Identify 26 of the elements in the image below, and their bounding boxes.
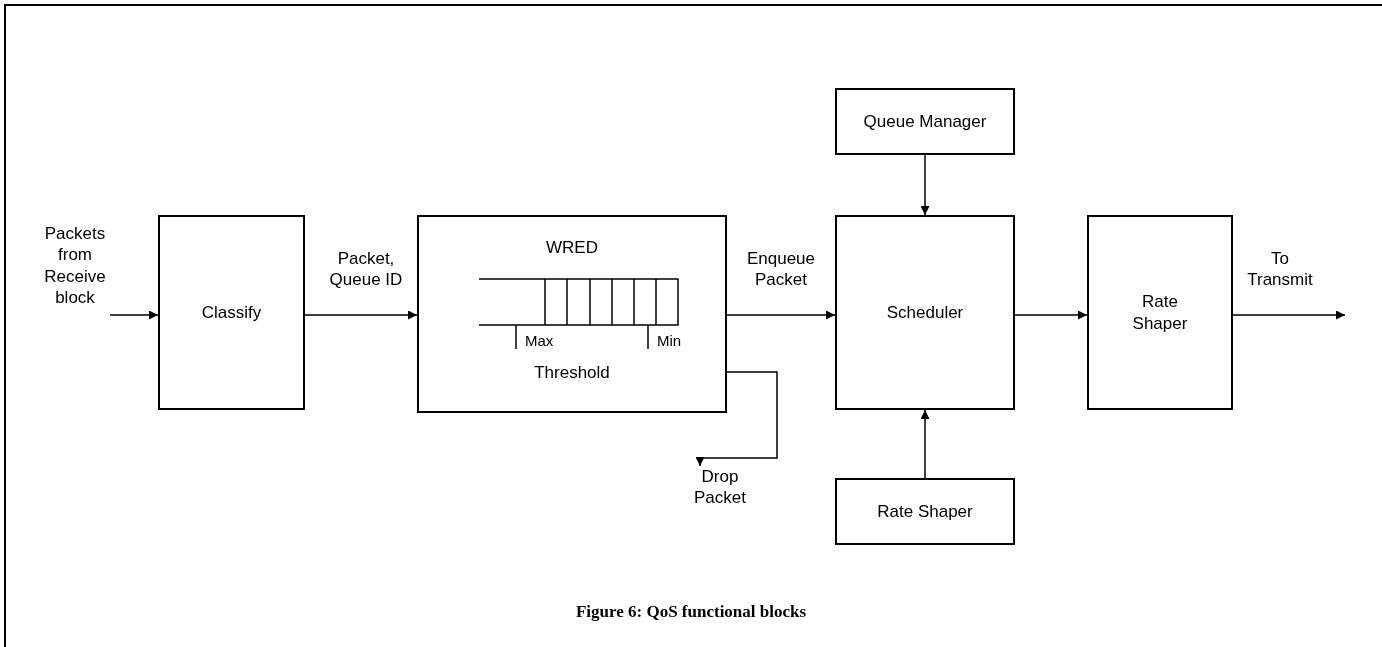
threshold-label: Max xyxy=(525,332,554,349)
process-box xyxy=(158,215,305,410)
box-text: Threshold xyxy=(534,361,610,383)
process-box xyxy=(835,478,1015,545)
box-title: WRED xyxy=(546,237,598,259)
box-title: Rate Shaper xyxy=(1131,291,1189,334)
arrow xyxy=(920,409,930,479)
process-box xyxy=(1087,215,1233,410)
box-title: Scheduler xyxy=(886,301,964,324)
arrow xyxy=(304,310,418,320)
arrow xyxy=(920,154,930,216)
arrow xyxy=(1014,310,1088,320)
arrow xyxy=(726,310,836,320)
text-label: Packets from Receive block xyxy=(42,223,108,329)
box-title: Queue Manager xyxy=(863,110,987,133)
figure-caption: Figure 6: QoS functional blocks xyxy=(574,602,808,622)
threshold-label: Min xyxy=(657,332,682,349)
process-box xyxy=(835,215,1015,410)
arrow xyxy=(109,310,159,320)
arrow xyxy=(1232,310,1346,320)
box-title: Classify xyxy=(201,301,262,324)
process-box xyxy=(417,215,727,413)
text-label: Drop Packet xyxy=(690,466,750,520)
box-title: Rate Shaper xyxy=(877,500,973,523)
arrow xyxy=(695,371,778,467)
process-box xyxy=(835,88,1015,155)
